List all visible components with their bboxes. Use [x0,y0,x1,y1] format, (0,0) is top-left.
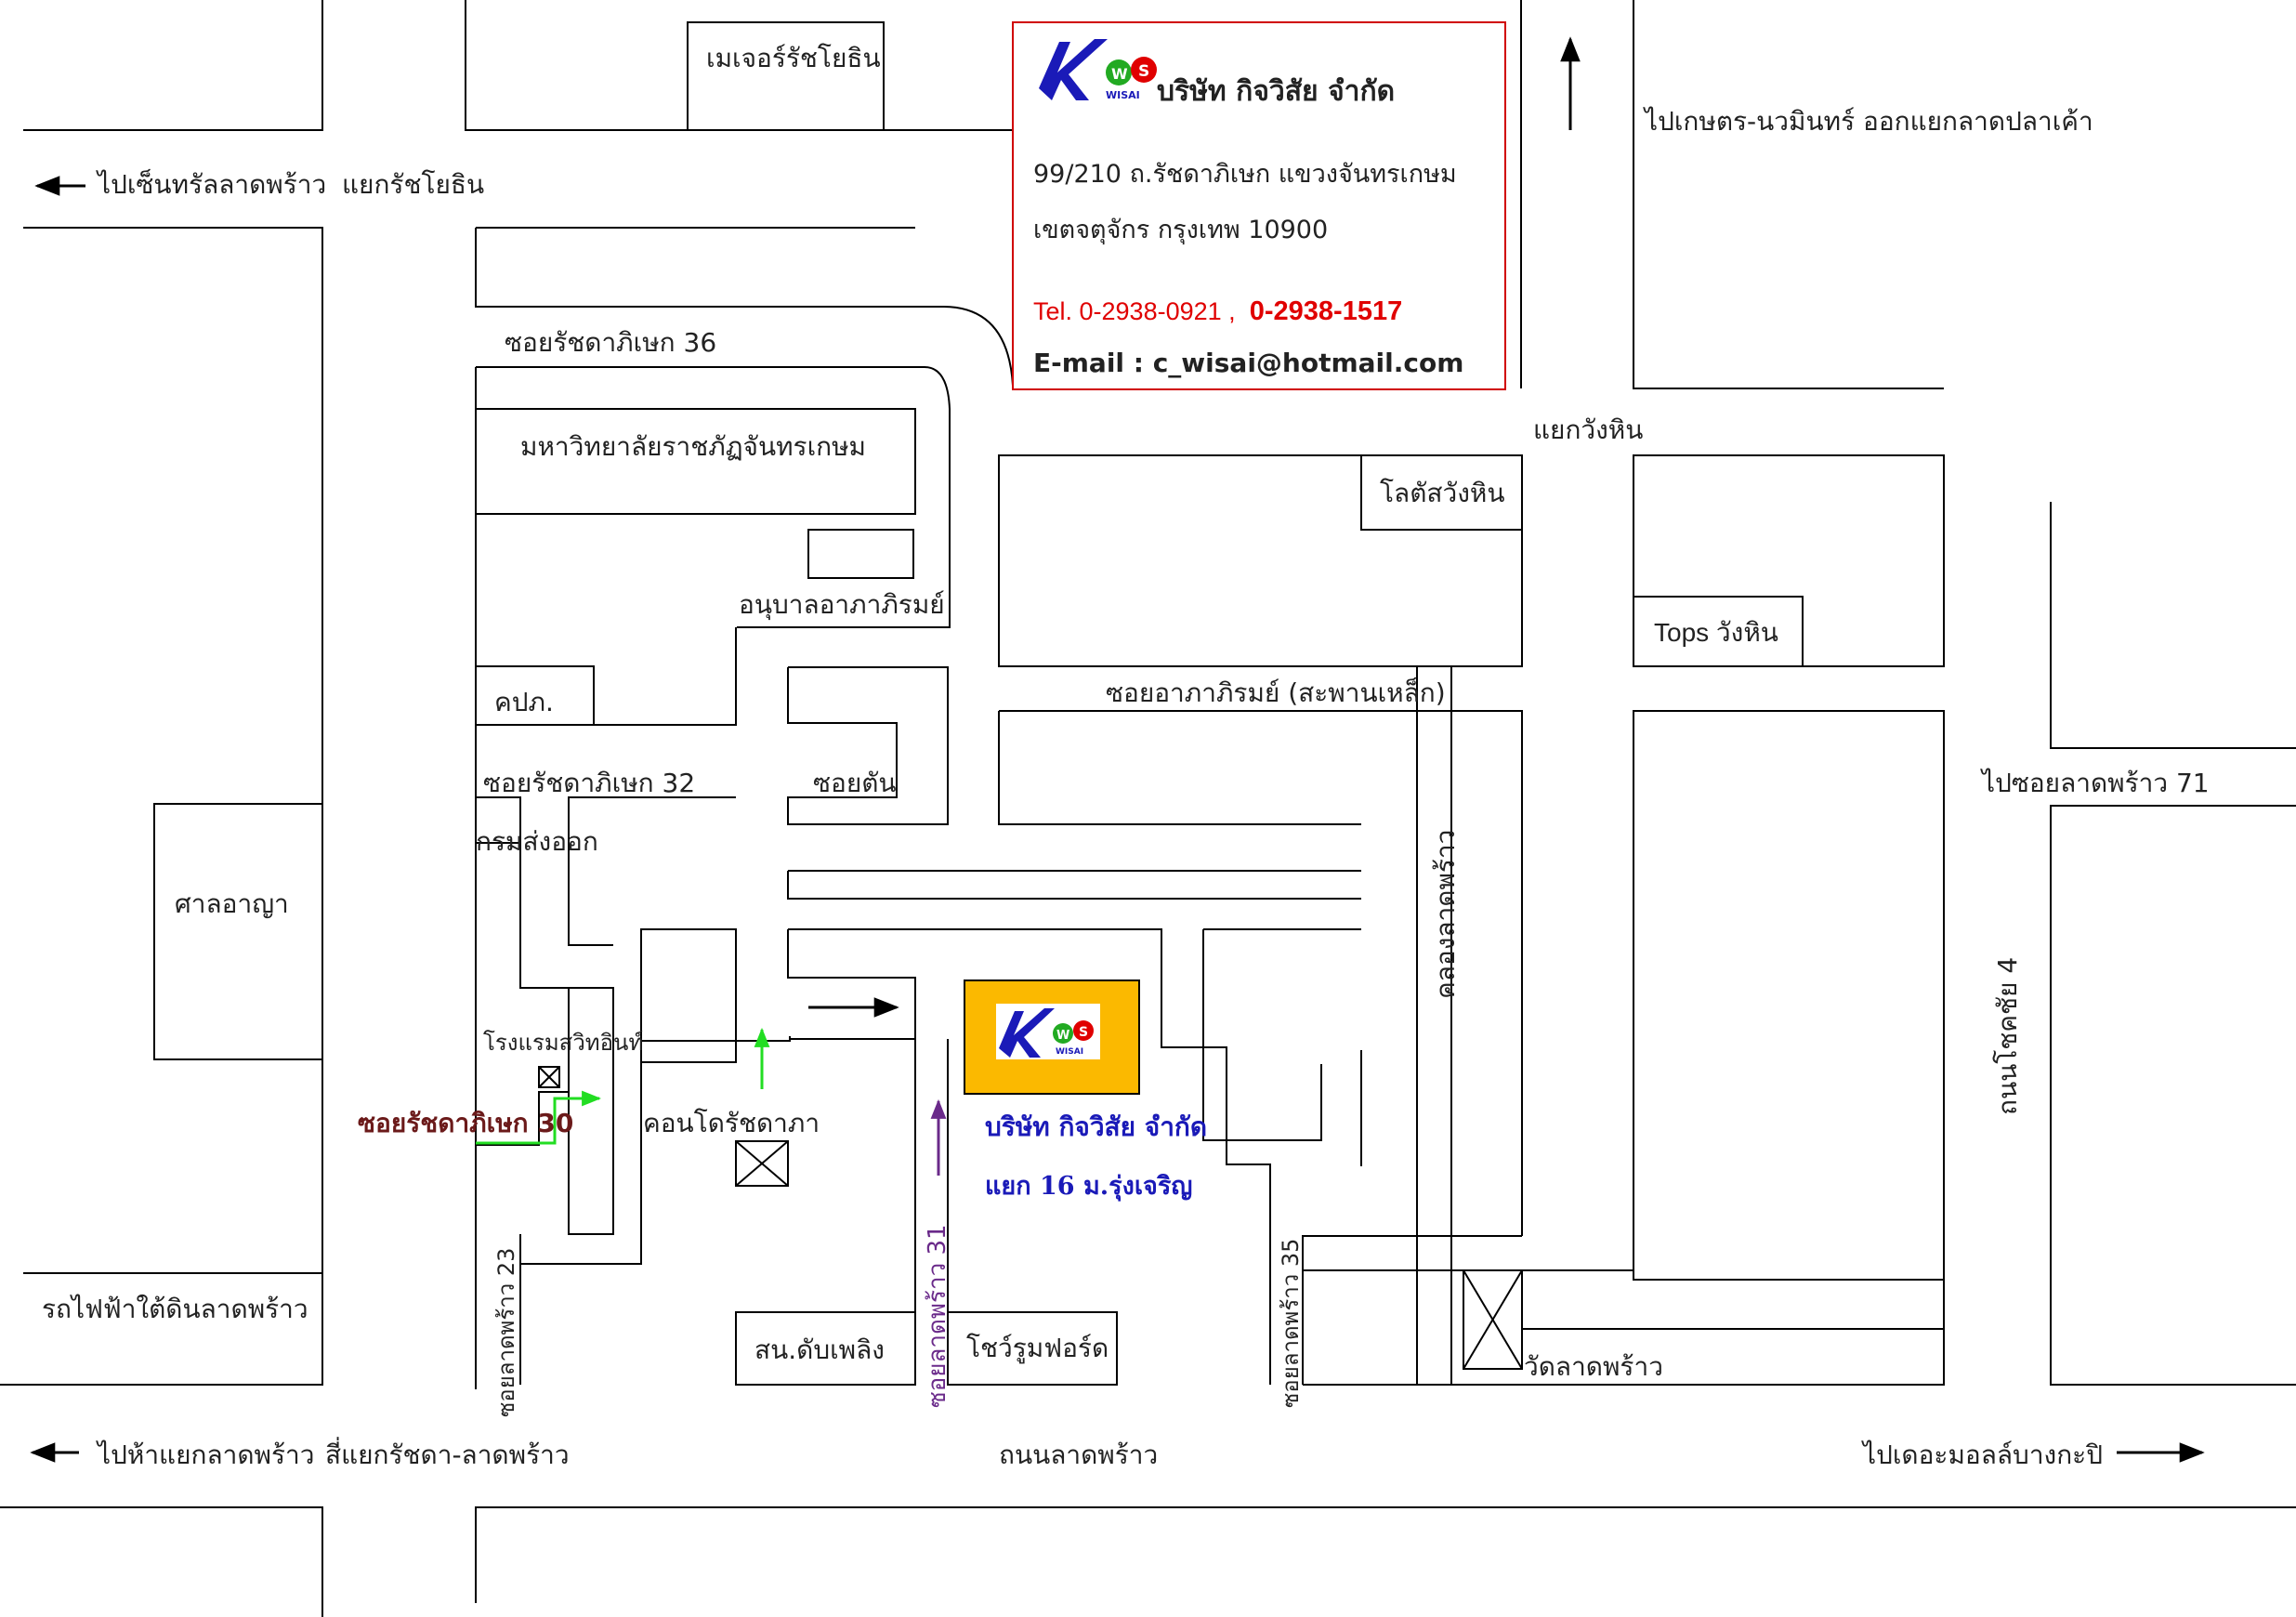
label-to-ha-yaek: ไปห้าแยกลาดพร้าว [96,1440,314,1470]
label-chokchai-4: ถนนโชคชัย 4 [1992,957,2023,1115]
route-indicator [476,997,947,1176]
marker-company-name: บริษัท กิจวิสัย จำกัด [985,1111,1207,1142]
company-phone: Tel. 0-2938-0921 , 0-2938-1517 [1033,296,1402,326]
label-ladprao-road: ถนนลาดพร้าว [999,1440,1158,1470]
label-tops-wang-hin: Tops วังหิน [1654,618,1778,647]
marker-logo-text: WISAI [1056,1047,1083,1057]
label-lotus-wang-hin: โลตัสวังหิน [1380,478,1504,508]
svg-text:W: W [1111,65,1128,83]
label-soi-ratchada-32: ซอยรัชดาภิเษก 32 [483,768,695,798]
label-soi-ladprao-31: ซอยลาดพร้าว 31 [924,1224,951,1408]
label-dead-end: ซอยตัน [813,768,897,798]
label-fire-station: สน.ดับเพลิง [754,1334,885,1365]
label-soi-arpaphirom: ซอยอาภาภิรมย์ (สะพานเหล็ก) [1106,677,1446,708]
map-labels: เมเจอร์รัชโยธิน ไปเซ็นทรัลลาดพร้าว แยกรั… [42,21,2210,1470]
company-phone-bold: 0-2938-1517 [1250,296,1402,326]
label-kpp: คปภ. [494,687,554,717]
label-ratchada-ladprao-intersection: สี่แยกรัชดา-ลาดพร้าว [325,1437,570,1470]
company-phone-prefix: Tel. 0-2938-0921 , [1033,297,1236,325]
label-mrt-ladprao: รถไฟฟ้าใต้ดินลาดพร้าว [42,1294,308,1324]
company-address-line2: เขตจตุจักร กรุงเทพ 10900 [1033,216,1328,245]
label-to-soi-ladprao-71: ไปซอยลาดพร้าว 71 [1980,768,2210,798]
company-info-box: W S WISAI บริษัท กิจวิสัย จำกัด 99/210 ถ… [1012,21,1506,390]
destination-marker: W S WISAI บริษัท กิจวิสัย จำกัด แยก 16 ม… [964,979,1207,1202]
label-to-kaset: ไปเกษตร-นวมินทร์ ออกแยกลาดปลาเค้า [1643,106,2093,137]
company-logo-text: WISAI [1106,89,1140,101]
company-name: บริษัท กิจวิสัย จำกัด [1157,75,1395,108]
label-condo: คอนโดรัชดาภา [643,1108,820,1138]
label-soi-ladprao-35: ซอยลาดพร้าว 35 [1278,1239,1304,1408]
label-swissotel: โรงแรมสวิทอินท์ [483,1030,643,1056]
marker-sub-label: แยก 16 ม.รุ่งเจริญ [985,1172,1192,1202]
company-logo: W S WISAI [1039,39,1157,101]
label-court: ศาลอาญา [175,888,289,919]
label-export-dept: กรมส่งออก [476,826,598,857]
label-showroom-ford: โชว์รูมฟอร์ด [966,1333,1109,1364]
label-soi-ratchada-30: ซอยรัชดาภิเษก 30 [358,1108,573,1138]
label-rachayothin-junction: แยกรัชโยธิน [342,169,484,200]
label-kindergarten: อนุบาลอาภาภิรมย์ [739,589,945,621]
label-wat-ladprao: วัดลาดพร้าว [1524,1351,1663,1382]
label-to-central: ไปเซ็นทรัลลาดพร้าว [96,168,326,200]
company-email[interactable]: E-mail : c_wisai@hotmail.com [1033,348,1463,378]
label-university: มหาวิทยาลัยราชภัฏจันทรเกษม [520,431,866,462]
label-soi-ratchada-36: ซอยรัชดาภิเษก 36 [505,327,716,358]
label-wang-hin-junction: แยกวังหิน [1533,414,1643,445]
label-khlong-ladprao: คลองลาดพร้าว [1430,830,1461,999]
svg-text:W: W [1056,1029,1069,1043]
svg-text:S: S [1138,62,1149,81]
label-soi-ladprao-23: ซอยลาดพร้าว 23 [493,1248,519,1417]
svg-text:S: S [1079,1025,1088,1040]
label-to-the-mall: ไปเดอะมอลล์บางกะปิ [1861,1440,2103,1470]
company-address-line1: 99/210 ถ.รัชดาภิเษก แขวงจันทรเกษม [1033,160,1457,189]
label-major-rachayothin: เมเจอร์รัชโยธิน [706,43,881,73]
